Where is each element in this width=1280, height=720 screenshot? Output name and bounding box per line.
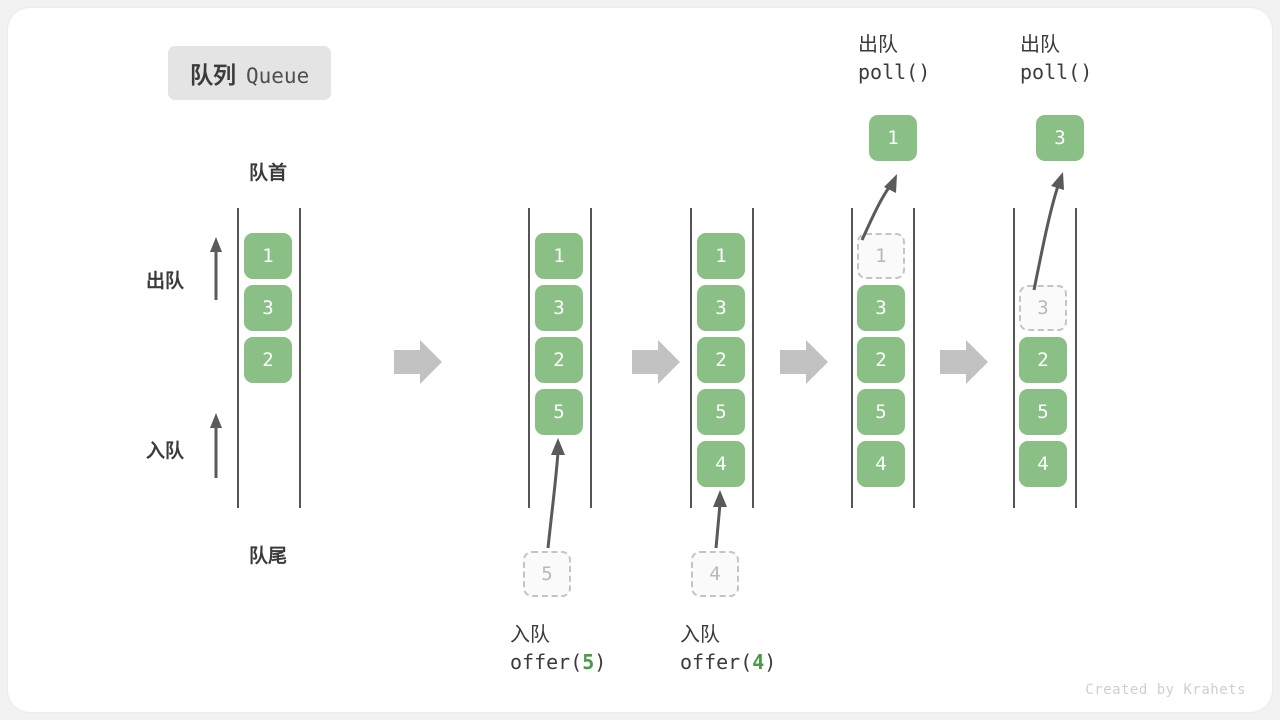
stage-1-cell-1: 3: [244, 285, 292, 331]
stage-2-incoming-ghost: 5: [523, 551, 571, 597]
title-badge: 队列 Queue: [168, 46, 332, 100]
stage-3-rail-left: [690, 208, 692, 508]
stage-1-cell-0: 1: [244, 233, 292, 279]
head-label: 队首: [248, 162, 287, 184]
stage-2-caption: 入队 offer(5): [510, 620, 606, 677]
stage-4-rail-left: [851, 208, 853, 508]
stage-2-code-suffix: ): [594, 650, 607, 675]
stage-4-cell-2: 5: [857, 389, 905, 435]
stage-3-incoming-ghost: 4: [691, 551, 739, 597]
stage-3-rail-right: [752, 208, 754, 508]
stage-3-cell-2: 2: [697, 337, 745, 383]
title-english: Queue: [246, 64, 310, 88]
stage-2-cell-3: 5: [535, 389, 583, 435]
stage-5-rail-left: [1013, 208, 1015, 508]
stage-5-ghost-cell-0: 3: [1019, 285, 1067, 331]
stage-3-caption: 入队 offer(4): [680, 620, 776, 677]
stage-1-rail-left: [237, 208, 239, 508]
stage-2-cell-2: 2: [535, 337, 583, 383]
stage-5-caption-code: poll(): [1020, 60, 1093, 85]
stage-2-caption-code: offer(5): [510, 648, 606, 676]
credit-text: Created by Krahets: [1085, 682, 1246, 698]
stage-3-cell-1: 3: [697, 285, 745, 331]
diagram-card: [8, 8, 1272, 712]
stage-4-popped-value: 1: [869, 115, 917, 161]
enqueue-label: 入队: [146, 440, 185, 462]
stage-3-cell-3: 5: [697, 389, 745, 435]
dequeue-label: 出队: [146, 270, 185, 292]
stage-1-rail-right: [299, 208, 301, 508]
stage-5-caption: 出队 poll(): [1020, 30, 1092, 87]
stage-5-popped-value: 3: [1036, 115, 1084, 161]
stage-4-ghost-cell-0: 1: [857, 233, 905, 279]
stage-5-cell-2: 4: [1019, 441, 1067, 487]
stage-4-cell-3: 4: [857, 441, 905, 487]
tail-label: 队尾: [248, 545, 287, 567]
stage-2-rail-right: [590, 208, 592, 508]
stage-3-code-suffix: ): [764, 650, 777, 675]
stage-5-cell-0: 2: [1019, 337, 1067, 383]
stage-4-cell-0: 3: [857, 285, 905, 331]
stage-3-cell-4: 4: [697, 441, 745, 487]
title-chinese: 队列: [190, 63, 236, 89]
stage-4-caption: 出队 poll(): [858, 30, 930, 87]
stage-3-code-prefix: offer(: [680, 650, 753, 675]
stage-3-caption-cn: 入队: [680, 622, 720, 646]
stage-2-cell-1: 3: [535, 285, 583, 331]
stage-2-cell-0: 1: [535, 233, 583, 279]
stage-5-cell-1: 5: [1019, 389, 1067, 435]
stage-2-code-arg: 5: [582, 650, 595, 675]
stage-2-rail-left: [528, 208, 530, 508]
stage-2-caption-cn: 入队: [510, 622, 550, 646]
stage-5-caption-cn: 出队: [1020, 32, 1060, 56]
stage-3-cell-0: 1: [697, 233, 745, 279]
stage-4-rail-right: [913, 208, 915, 508]
stage-3-code-arg: 4: [752, 650, 765, 675]
stage-5-rail-right: [1075, 208, 1077, 508]
stage-2-code-prefix: offer(: [510, 650, 583, 675]
stage-1-cell-2: 2: [244, 337, 292, 383]
stage-4-caption-cn: 出队: [858, 32, 898, 56]
stage-3-caption-code: offer(4): [680, 648, 776, 676]
stage-4-caption-code: poll(): [858, 60, 931, 85]
stage-4-cell-1: 2: [857, 337, 905, 383]
